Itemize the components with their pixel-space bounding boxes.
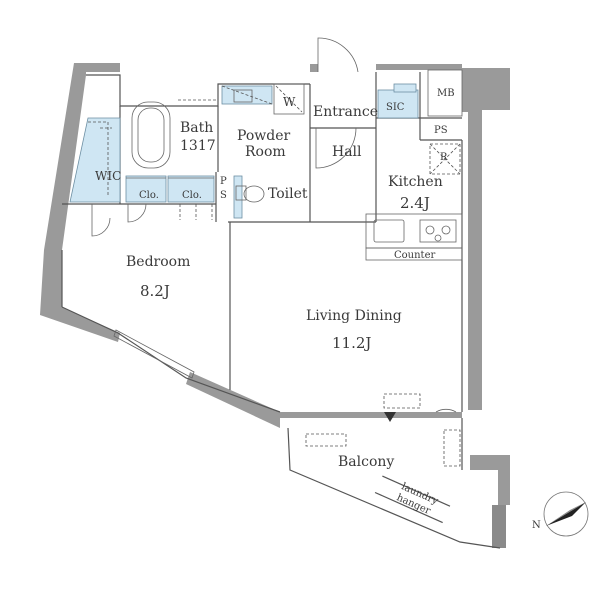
living-dining-label: Living Dining <box>306 308 402 324</box>
counter-label: Counter <box>394 250 435 261</box>
powder-room-label-1: Powder <box>237 128 291 144</box>
toilet-area: P S Toilet <box>220 175 308 219</box>
toilet-bowl <box>243 185 265 203</box>
refrigerator-space <box>429 143 461 175</box>
ps-toilet-s: S <box>220 190 227 201</box>
wic-shelf <box>69 117 121 203</box>
living-dining-size: 11.2J <box>332 334 371 352</box>
outdoor-unit <box>305 433 347 447</box>
closet-1 <box>125 175 167 203</box>
north-label: N <box>532 520 541 531</box>
kitchen-sink <box>373 219 405 243</box>
ps-label: PS <box>434 125 448 136</box>
bedroom-label: Bedroom <box>126 254 190 270</box>
sic-label: SIC <box>386 102 405 113</box>
ac-marker <box>384 412 396 422</box>
closet-2 <box>167 175 215 203</box>
bedroom-area: Bedroom 8.2J <box>113 254 195 379</box>
entrance-door-swing <box>317 37 359 73</box>
exterior-walls <box>40 63 510 548</box>
toilet-label: Toilet <box>268 186 308 202</box>
interior-walls <box>61 72 501 549</box>
closet-1-label: Clo. <box>139 190 159 201</box>
washer-label: W <box>283 95 296 109</box>
refrigerator-label: R <box>440 152 448 163</box>
bath-size: 1317 <box>180 138 216 154</box>
ps-toilet-p: P <box>220 176 227 187</box>
bedroom-size: 8.2J <box>140 282 170 300</box>
laundry-hanger: laundry hanger <box>374 475 451 524</box>
mb-box <box>427 69 463 117</box>
kitchen-area: R Kitchen 2.4J Counter <box>365 143 463 261</box>
toilet-tank <box>233 175 243 219</box>
closet-2-label: Clo. <box>182 190 202 201</box>
balcony-storage <box>443 429 461 467</box>
bedroom-window <box>113 329 195 379</box>
mb-label: MB <box>437 88 455 99</box>
powder-room-label-2: Room <box>245 144 286 160</box>
cooktop <box>419 219 457 243</box>
kitchen-counter <box>365 213 463 249</box>
closets: Clo. Clo. <box>91 175 215 237</box>
bath-label: Bath <box>180 120 213 136</box>
kitchen-size: 2.4J <box>400 194 430 212</box>
washer-space <box>273 83 305 115</box>
bath-room: Bath 1317 <box>131 99 216 169</box>
hall-area: Hall <box>315 127 362 169</box>
hall-door-swing <box>315 127 357 169</box>
compass-ring <box>543 491 589 537</box>
balcony-label: Balcony <box>338 454 394 470</box>
wic-label: WIC <box>95 169 121 183</box>
living-dining-area: Living Dining 11.2J <box>306 308 457 422</box>
entrance-label: Entrance <box>313 104 378 120</box>
hall-label: Hall <box>332 144 362 160</box>
ac-unit <box>383 393 421 409</box>
kitchen-label: Kitchen <box>388 174 443 190</box>
compass: N <box>532 491 589 537</box>
entrance-area: Entrance SIC MB PS <box>313 37 463 136</box>
bathtub <box>131 101 171 169</box>
powder-room: W Powder Room <box>221 83 305 160</box>
wic-room: WIC <box>69 117 121 203</box>
